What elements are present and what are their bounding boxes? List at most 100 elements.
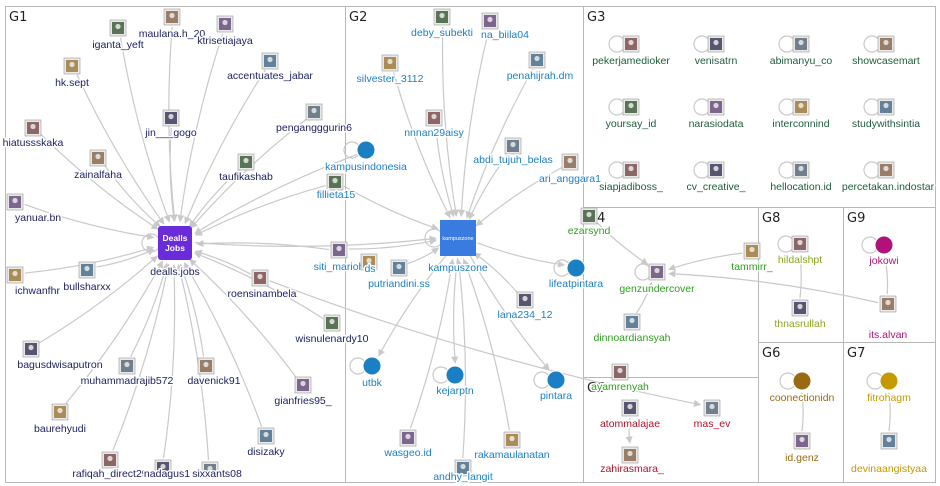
node-maulana[interactable]: maulana.h_20 — [137, 8, 207, 42]
edge-zainal-deallsjobs — [104, 165, 161, 228]
node-lana[interactable]: lana234_12 — [496, 291, 554, 323]
node-itsalvan[interactable]: its.alvan — [867, 295, 909, 343]
node-deby[interactable]: deby_subekti — [410, 8, 474, 41]
node-genzunder[interactable]: genzundercover — [618, 263, 697, 297]
node-fillieta[interactable]: fillieta15 — [315, 173, 357, 203]
node-studywith[interactable]: studywithsintia — [850, 98, 922, 132]
node-silvester[interactable]: silvester_3112 — [355, 54, 425, 87]
node-wisnu[interactable]: wisnulenardy10 — [293, 314, 370, 347]
node-thnasrullah[interactable]: thnasrullah — [773, 299, 827, 332]
node-hildalshpt[interactable]: hildalshpt — [776, 235, 824, 268]
node-kejarptn[interactable]: kejarptn — [435, 365, 475, 399]
avatar-photo-head — [749, 246, 755, 253]
node-label-idgenz: id.genz — [785, 452, 819, 464]
node-showcasemart[interactable]: showcasemart — [851, 35, 921, 69]
node-putriandini[interactable]: putriandini.ss — [367, 259, 431, 292]
node-andhylangit[interactable]: andhy_langit — [432, 459, 494, 485]
node-disizaky[interactable]: disizaky — [246, 427, 287, 460]
node-davenick[interactable]: davenick91 — [186, 357, 242, 389]
node-biila[interactable]: na_biila04 — [480, 12, 531, 43]
avatar-photo-head — [617, 367, 623, 374]
node-muhammad[interactable]: muhammadrajib572 — [79, 357, 175, 389]
node-penahijrah[interactable]: penahijrah.dm — [505, 51, 575, 84]
node-sixxants[interactable]: sixxants08 — [191, 461, 243, 482]
node-ayamrenyah[interactable]: ayamrenyah — [590, 363, 651, 395]
node-label-muhammad: muhammadrajib572 — [81, 375, 174, 387]
node-idgenz[interactable]: id.genz — [784, 432, 820, 466]
node-pengangg[interactable]: pengangggurin6 — [275, 103, 354, 136]
node-label-bullshar: bullsharxx — [63, 281, 111, 293]
node-nadagus[interactable]: nadagus1 — [142, 459, 192, 482]
node-sitimarioh[interactable]: siti_marioh — [312, 241, 366, 275]
node-narasiodata[interactable]: narasiodata — [687, 98, 745, 132]
avatar-photo-head — [886, 436, 892, 443]
node-ktrisetia[interactable]: ktrisetiajaya — [196, 15, 254, 49]
node-zainal[interactable]: zainalfaha — [73, 149, 124, 183]
node-wasgeo[interactable]: wasgeo.id — [382, 429, 433, 461]
group-label-g2: G2 — [349, 10, 367, 25]
node-ichwan[interactable]: ichwanfhr — [6, 266, 62, 299]
node-accentuates[interactable]: accentuates_jabar — [226, 52, 315, 84]
node-bagusd[interactable]: bagusdwisaputron — [16, 340, 104, 373]
node-abditujuh[interactable]: abdi_tujuh_belas — [472, 137, 554, 168]
node-nnnan[interactable]: nnnan29aisy — [403, 109, 466, 141]
self-loop-genzunder — [634, 263, 652, 281]
node-lifeatpintara[interactable]: lifeatpintara — [547, 258, 605, 292]
node-label-bagusd: bagusdwisaputron — [17, 359, 102, 371]
node-roensin[interactable]: roensinambela — [226, 269, 298, 302]
node-rakamaulanatan[interactable]: rakamaulanatan — [473, 431, 551, 463]
node-iganta[interactable]: iganta_yeft — [91, 19, 145, 53]
avatar-photo-head — [160, 463, 166, 470]
node-dinnoard[interactable]: dinnoardiansyah — [592, 313, 672, 346]
node-label-deallsjobs: dealls.jobs — [150, 266, 200, 278]
default-avatar-dot-icon — [445, 365, 465, 385]
self-loop-pekerjamed — [608, 35, 626, 53]
node-pekerjamed[interactable]: pekerjamedioker — [591, 35, 672, 69]
node-baurehyudi[interactable]: baurehyudi — [33, 403, 87, 437]
node-gianfries[interactable]: gianfries95_ — [273, 376, 333, 409]
node-taufika[interactable]: taufikashab — [218, 153, 275, 185]
node-pintara[interactable]: pintara — [538, 370, 574, 404]
node-percetakan[interactable]: percetakan.indostar — [840, 161, 936, 195]
node-zahirasmara[interactable]: zahirasmara_ — [599, 446, 665, 477]
node-hiatus[interactable]: hiatussskaka — [1, 119, 65, 151]
node-fitrohagm[interactable]: fitrohagm — [866, 371, 913, 406]
node-label-fitrohagm: fitrohagm — [867, 392, 911, 404]
node-label-baurehyudi: baurehyudi — [34, 423, 86, 435]
node-cvcreative[interactable]: cv_creative_ — [685, 161, 747, 195]
node-ezarsynd[interactable]: ezarsynd — [566, 207, 612, 239]
node-coonectionidn[interactable]: coonectionidn — [768, 371, 836, 406]
group-label-g3: G3 — [587, 10, 605, 25]
edge-fillieta-kampuszone — [343, 185, 439, 231]
node-jokowi[interactable]: jokowi — [867, 235, 900, 269]
node-hellolocation[interactable]: hellocation.id — [769, 161, 833, 195]
node-label-arianggara: ari_anggara1 — [539, 173, 601, 185]
node-yanuar[interactable]: yanuar.bn — [6, 193, 63, 226]
self-loop-showcasemart — [863, 35, 881, 53]
node-devinaang[interactable]: devinaangistyaa — [850, 432, 929, 477]
node-label-yoursay: yoursay_id — [606, 118, 657, 130]
node-bullshar[interactable]: bullsharxx — [62, 261, 113, 295]
avatar-photo-head — [115, 23, 121, 30]
node-interconnind[interactable]: interconnind — [771, 98, 831, 132]
node-yoursay[interactable]: yoursay_id — [604, 98, 658, 132]
avatar-photo-head — [654, 267, 660, 274]
node-abimanyu[interactable]: abimanyu_co — [768, 35, 834, 69]
node-utbk[interactable]: utbk — [361, 356, 384, 391]
node-tammirr[interactable]: tammirr_ — [730, 242, 774, 275]
node-rafiqah[interactable]: rafiqah_direct29 — [71, 451, 149, 482]
node-atommalajae[interactable]: atommalajae — [598, 399, 662, 432]
node-masev[interactable]: mas_ev — [692, 399, 733, 432]
edge-taufika-deallsjobs — [189, 169, 240, 228]
node-label-lifeatpintara: lifeatpintara — [549, 278, 603, 290]
node-label-nnnan: nnnan29aisy — [404, 127, 464, 139]
node-venisatrn[interactable]: venisatrn — [693, 35, 739, 69]
node-jingogo[interactable]: jin___gogo — [143, 109, 198, 141]
node-arianggara[interactable]: ari_anggara1 — [538, 153, 603, 187]
node-dsnode[interactable]: ds — [360, 253, 378, 277]
node-kampusind[interactable]: kampusindonesia — [324, 140, 409, 175]
node-siapjadi[interactable]: siapjadiboss_ — [598, 161, 664, 195]
node-hksept[interactable]: hk.sept — [54, 57, 91, 91]
